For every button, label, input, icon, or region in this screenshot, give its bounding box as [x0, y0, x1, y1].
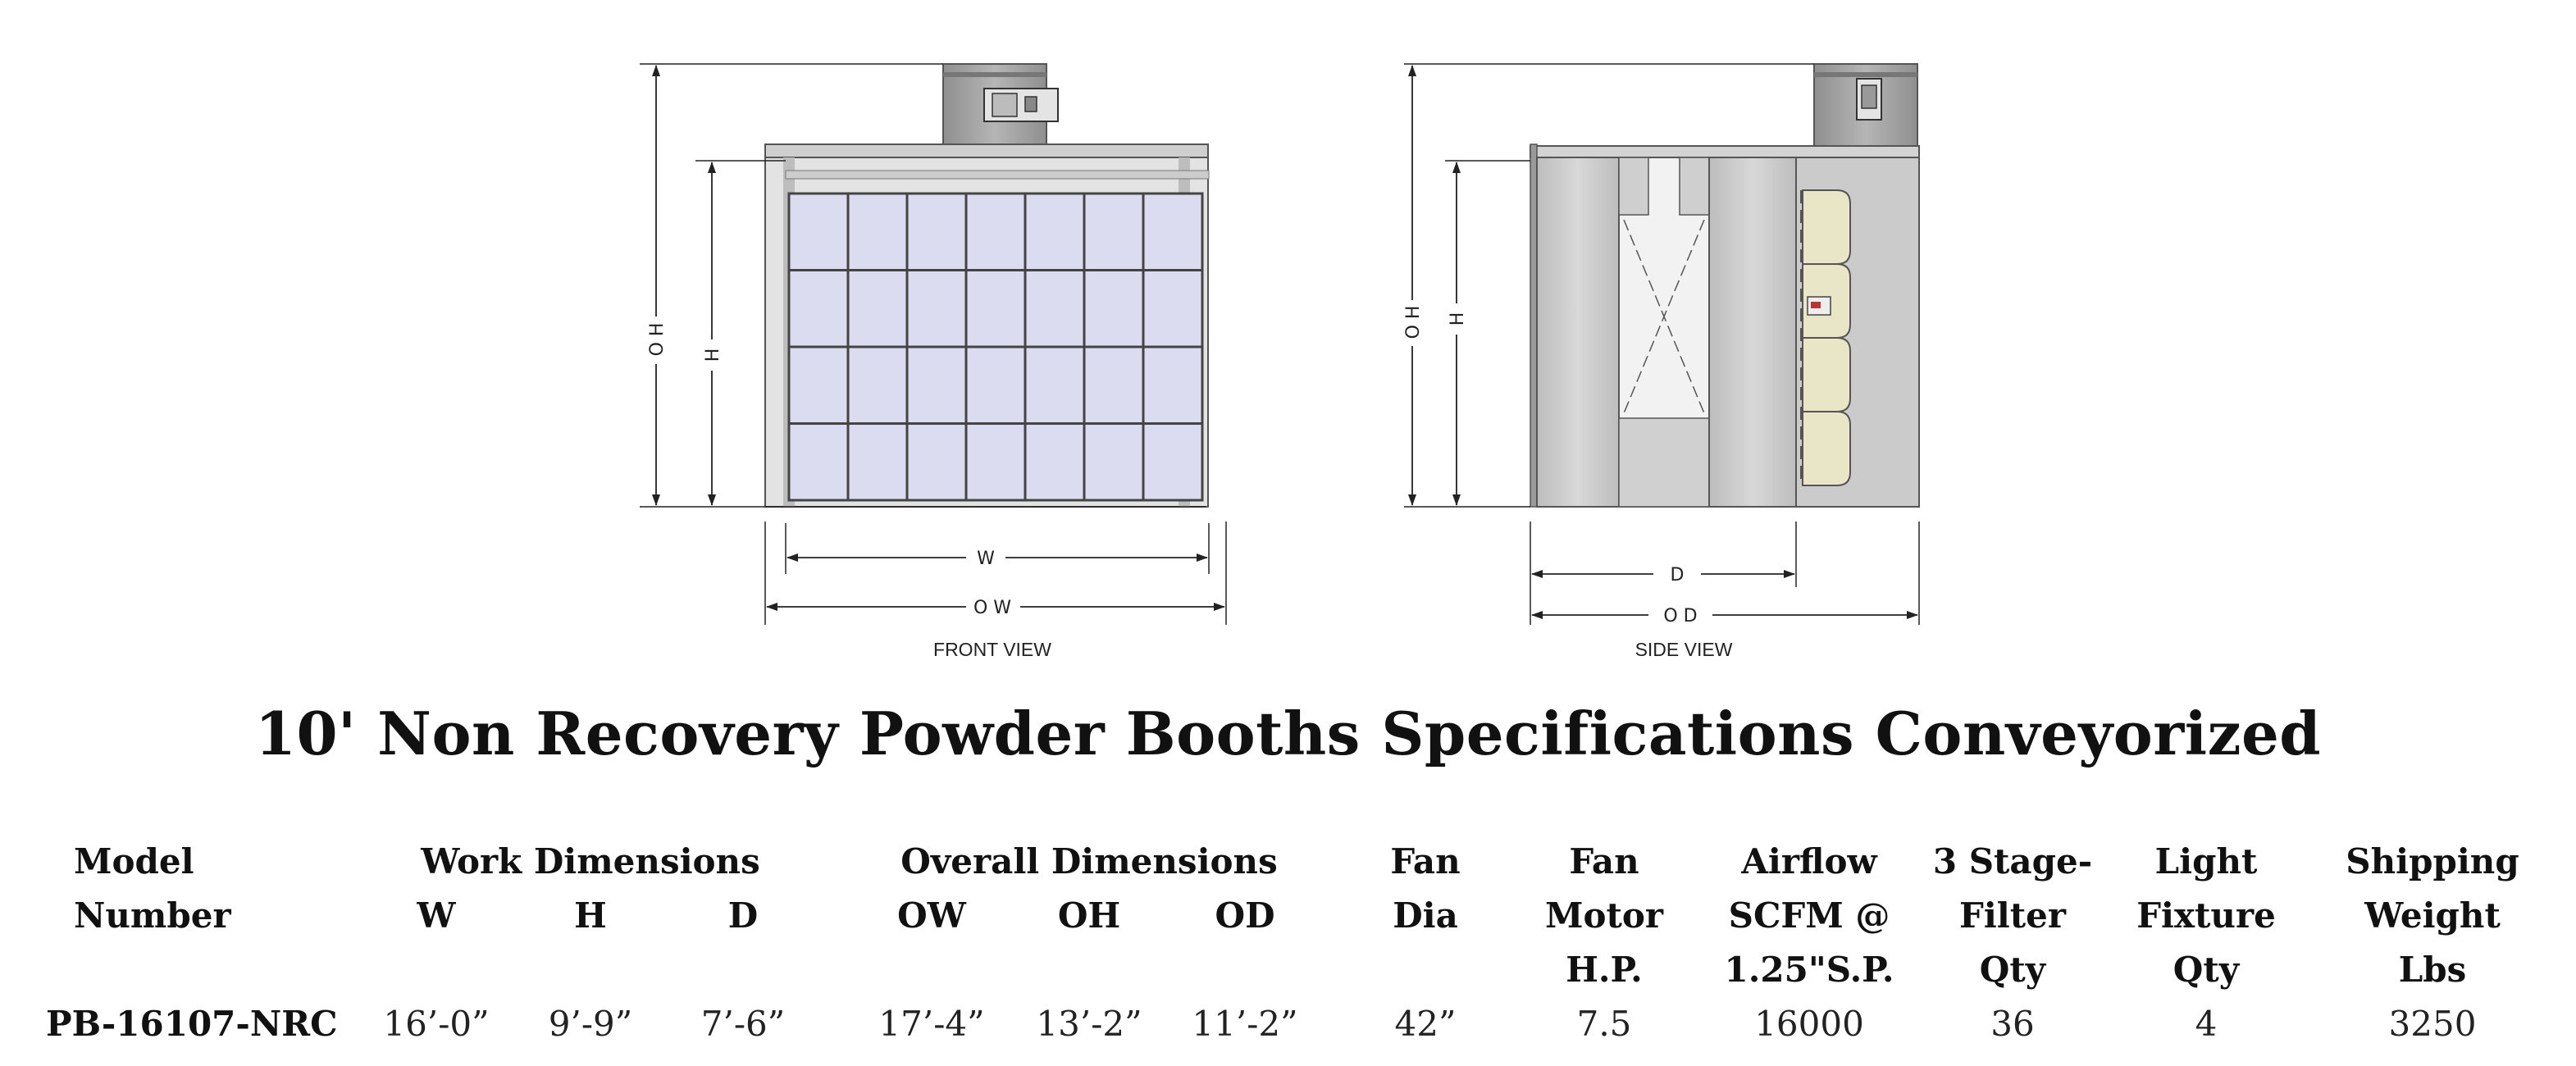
- window-pane: [964, 269, 1027, 348]
- window-pane: [1024, 269, 1086, 348]
- hdr-airflow-2: SCFM @: [1728, 895, 1890, 936]
- front-window-grid: [787, 192, 1204, 502]
- window-pane: [964, 345, 1027, 425]
- cell-oh: 13’-2”: [1036, 1004, 1142, 1044]
- hdr-airflow-3: 1.25"S.P.: [1724, 950, 1894, 990]
- window-pane: [1083, 422, 1145, 502]
- cell-light-qty: 4: [2195, 1004, 2218, 1044]
- hdr-d: D: [727, 895, 759, 936]
- window-pane: [787, 422, 850, 502]
- side-view-label: SIDE VIEW: [1635, 639, 1733, 660]
- window-pane: [846, 192, 909, 271]
- cell-airflow: 16000: [1754, 1004, 1864, 1044]
- front-oh-label: O H: [647, 323, 668, 357]
- window-pane: [905, 422, 968, 502]
- spec-title: 10' Non Recovery Powder Booths Specifica…: [254, 699, 2322, 768]
- window-pane: [1024, 345, 1086, 425]
- front-w-label: W: [977, 549, 995, 569]
- hdr-light-1: Light: [2154, 841, 2258, 882]
- cell-fan-dia: 42”: [1394, 1004, 1457, 1044]
- cell-fan-motor: 7.5: [1576, 1004, 1632, 1044]
- window-pane: [1083, 345, 1145, 425]
- hdr-model-1: Model: [74, 841, 194, 882]
- cell-weight: 3250: [2388, 1004, 2477, 1044]
- hdr-overall-dimensions: Overall Dimensions: [900, 841, 1278, 882]
- hdr-fan-motor-3: H.P.: [1566, 950, 1643, 990]
- hdr-light-3: Qty: [2173, 950, 2240, 990]
- front-ow-label: O W: [973, 598, 1011, 618]
- side-od-label: O D: [1663, 606, 1697, 626]
- filter-bank: [1800, 189, 1851, 486]
- side-h-label: H: [1448, 312, 1468, 326]
- window-pane: [1024, 192, 1086, 271]
- hdr-h: H: [574, 895, 607, 936]
- hdr-filter-1: 3 Stage-: [1932, 841, 2093, 882]
- hdr-shipping-3: Lbs: [2398, 950, 2467, 990]
- cell-h: 9’-9”: [548, 1004, 633, 1044]
- cell-filter-qty: 36: [1990, 1004, 2035, 1044]
- window-pane: [1083, 269, 1145, 348]
- hdr-fan-motor-1: Fan: [1569, 841, 1639, 882]
- hdr-model-2: Number: [74, 895, 231, 936]
- window-pane: [905, 345, 968, 425]
- hdr-fan-dia-2: Dia: [1393, 895, 1458, 936]
- window-pane: [1142, 345, 1204, 425]
- window-pane: [964, 192, 1027, 271]
- hdr-airflow-1: Airflow: [1741, 841, 1877, 882]
- cell-model: PB-16107-NRC: [46, 1004, 338, 1044]
- hdr-od: OD: [1215, 895, 1275, 936]
- hdr-shipping-1: Shipping: [2346, 841, 2519, 882]
- window-pane: [787, 345, 850, 425]
- window-pane: [905, 269, 968, 348]
- hdr-fan-motor-2: Motor: [1544, 895, 1664, 936]
- window-pane: [1142, 192, 1204, 271]
- hdr-filter-3: Qty: [1979, 950, 2046, 990]
- cell-w: 16’-0”: [383, 1004, 490, 1044]
- front-h-label: H: [703, 348, 723, 362]
- window-pane: [846, 269, 909, 348]
- hdr-ow: OW: [897, 895, 966, 936]
- front-view-label: FRONT VIEW: [933, 639, 1051, 660]
- hdr-w: W: [417, 895, 456, 936]
- window-pane: [787, 192, 850, 271]
- side-oh-label: O H: [1403, 306, 1424, 339]
- side-d-label: D: [1671, 565, 1685, 585]
- window-pane: [1083, 192, 1145, 271]
- side-panel-middle: [1708, 157, 1797, 508]
- hdr-shipping-2: Weight: [2364, 895, 2501, 936]
- window-pane: [846, 422, 909, 502]
- cell-ow: 17’-4”: [878, 1004, 985, 1044]
- window-pane: [846, 345, 909, 425]
- window-pane: [787, 269, 850, 348]
- hdr-work-dimensions: Work Dimensions: [421, 841, 760, 882]
- booth-drawings: O H H W O W FRONT VIEW: [640, 63, 1920, 660]
- cell-d: 7’-6”: [700, 1004, 786, 1044]
- front-view: O H H W O W FRONT VIEW: [640, 63, 1227, 660]
- window-pane: [1142, 269, 1204, 348]
- side-view: O H H D O D SIDE VIEW: [1403, 63, 1920, 660]
- cell-od: 11’-2”: [1192, 1004, 1298, 1044]
- window-pane: [1024, 422, 1086, 502]
- side-panel-left: [1536, 157, 1620, 508]
- hdr-fan-dia-1: Fan: [1390, 841, 1461, 882]
- window-pane: [1142, 422, 1204, 502]
- window-pane: [964, 422, 1027, 502]
- window-pane: [905, 192, 968, 271]
- hdr-oh: OH: [1057, 895, 1121, 936]
- hdr-light-2: Fixture: [2136, 895, 2276, 936]
- hdr-filter-2: Filter: [1959, 895, 2066, 936]
